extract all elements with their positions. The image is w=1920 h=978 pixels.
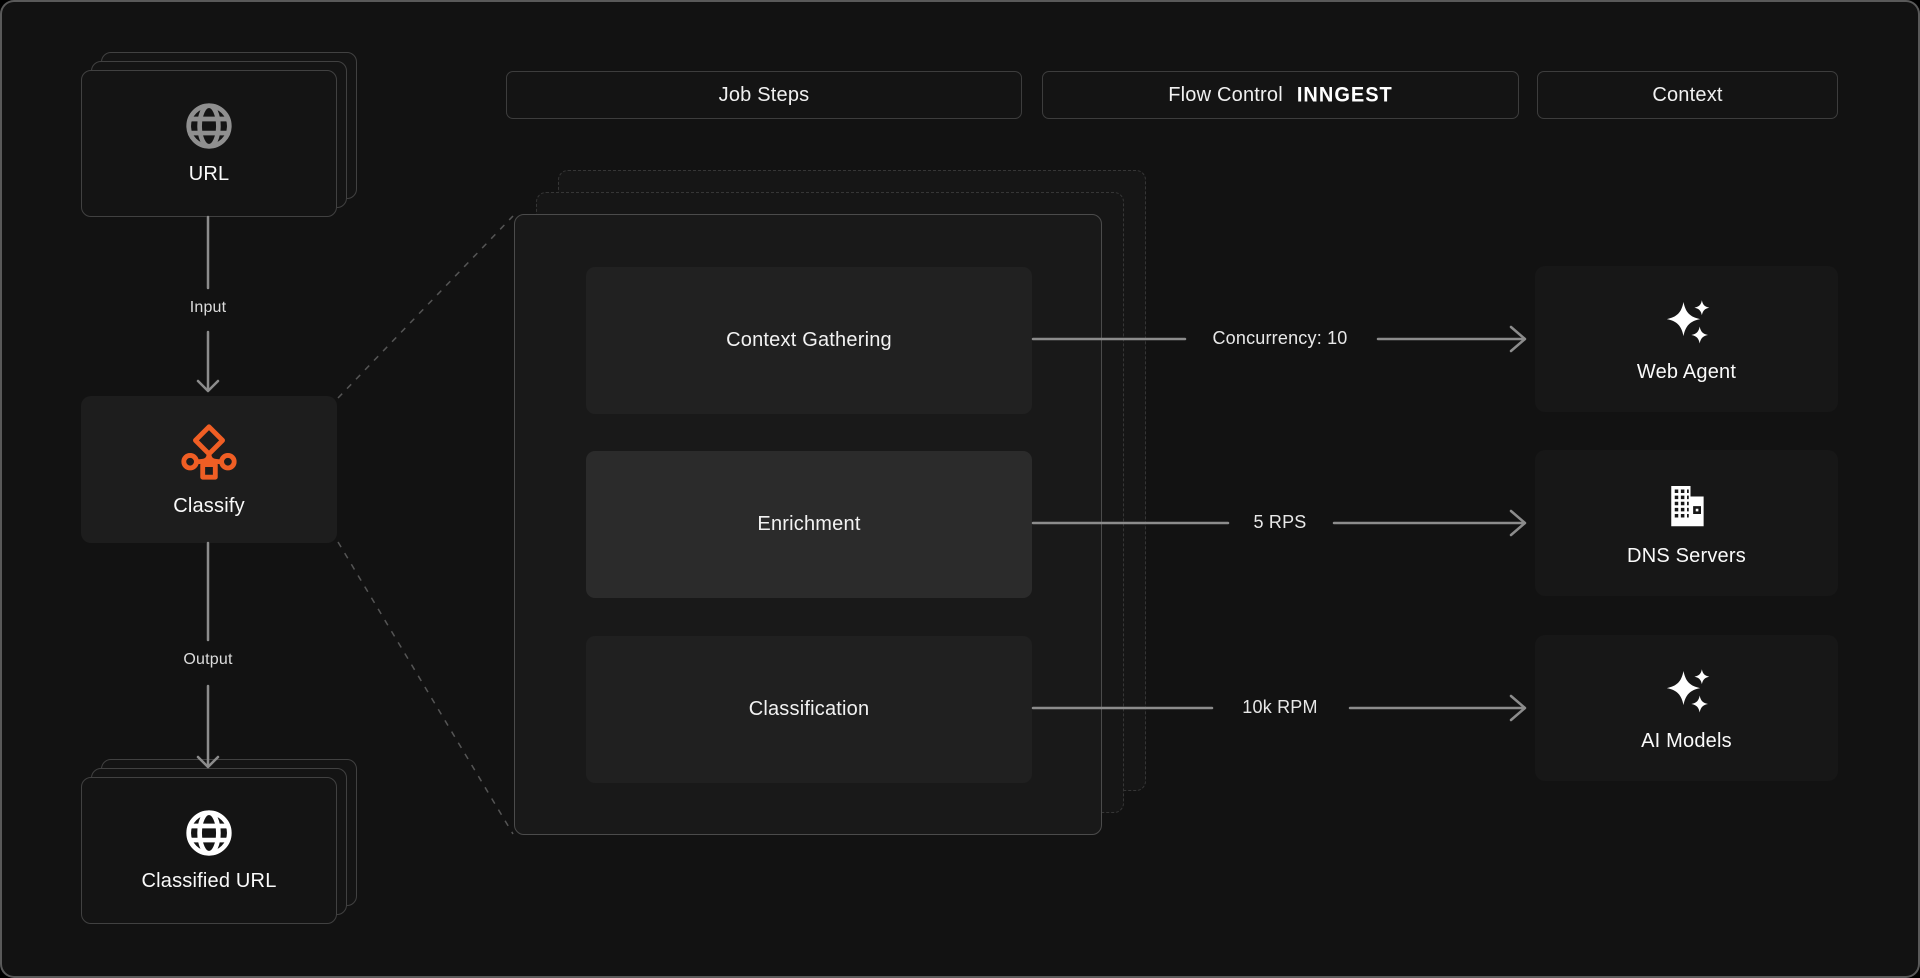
inngest-logo: INNGEST xyxy=(1296,82,1393,107)
arrowhead-right-icon xyxy=(1509,509,1527,537)
job-step-context-gathering: Context Gathering xyxy=(586,267,1032,414)
header-context: Context xyxy=(1537,71,1838,119)
url-card: URL xyxy=(81,70,337,217)
expansion-dashed-line-top xyxy=(337,215,514,399)
job-step-enrichment: Enrichment xyxy=(586,451,1032,598)
url-card-label: URL xyxy=(188,163,230,185)
header-context-label: Context xyxy=(1652,83,1723,106)
context-node-dns-servers: DNS Servers xyxy=(1535,450,1838,596)
header-flow-control-label: Flow Control xyxy=(1168,83,1283,106)
sparkles-icon xyxy=(1666,668,1709,712)
header-job-steps-label: Job Steps xyxy=(718,83,810,106)
header-job-steps: Job Steps xyxy=(506,71,1022,119)
arrowhead-right-icon xyxy=(1509,694,1527,722)
classified-url-card: Classified URL xyxy=(81,777,337,924)
job-step-classification: Classification xyxy=(586,636,1032,783)
job-step-label: Enrichment xyxy=(757,513,861,535)
building-icon xyxy=(1670,485,1704,526)
job-step-label: Context Gathering xyxy=(726,329,892,351)
flow-label-rpm: 10k RPM xyxy=(1242,697,1318,717)
globe-icon xyxy=(186,103,232,149)
header-flow-control: Flow Control INNGEST xyxy=(1042,71,1519,119)
classify-card: Classify xyxy=(81,396,337,543)
arrowhead-down-icon xyxy=(196,379,220,393)
classify-card-label: Classify xyxy=(173,495,245,517)
flow-label-concurrency: Concurrency: 10 xyxy=(1212,328,1348,348)
arrowhead-right-icon xyxy=(1509,325,1527,353)
globe-icon xyxy=(186,810,232,856)
output-label: Output xyxy=(183,651,233,668)
context-node-label: AI Models xyxy=(1641,729,1732,752)
context-node-label: DNS Servers xyxy=(1627,544,1746,567)
job-step-label: Classification xyxy=(748,698,870,720)
expansion-dashed-line-bottom xyxy=(337,541,514,835)
sparkles-icon xyxy=(1666,299,1709,343)
context-node-label: Web Agent xyxy=(1636,360,1737,383)
classified-url-card-label: Classified URL xyxy=(141,870,277,892)
input-label: Input xyxy=(189,299,227,316)
job-steps-panel: Context Gathering Enrichment Classificat… xyxy=(514,214,1102,835)
flow-label-rps: 5 RPS xyxy=(1253,512,1307,532)
classify-tree-icon xyxy=(181,424,237,480)
context-node-web-agent: Web Agent xyxy=(1535,266,1838,412)
context-node-ai-models: AI Models xyxy=(1535,635,1838,781)
